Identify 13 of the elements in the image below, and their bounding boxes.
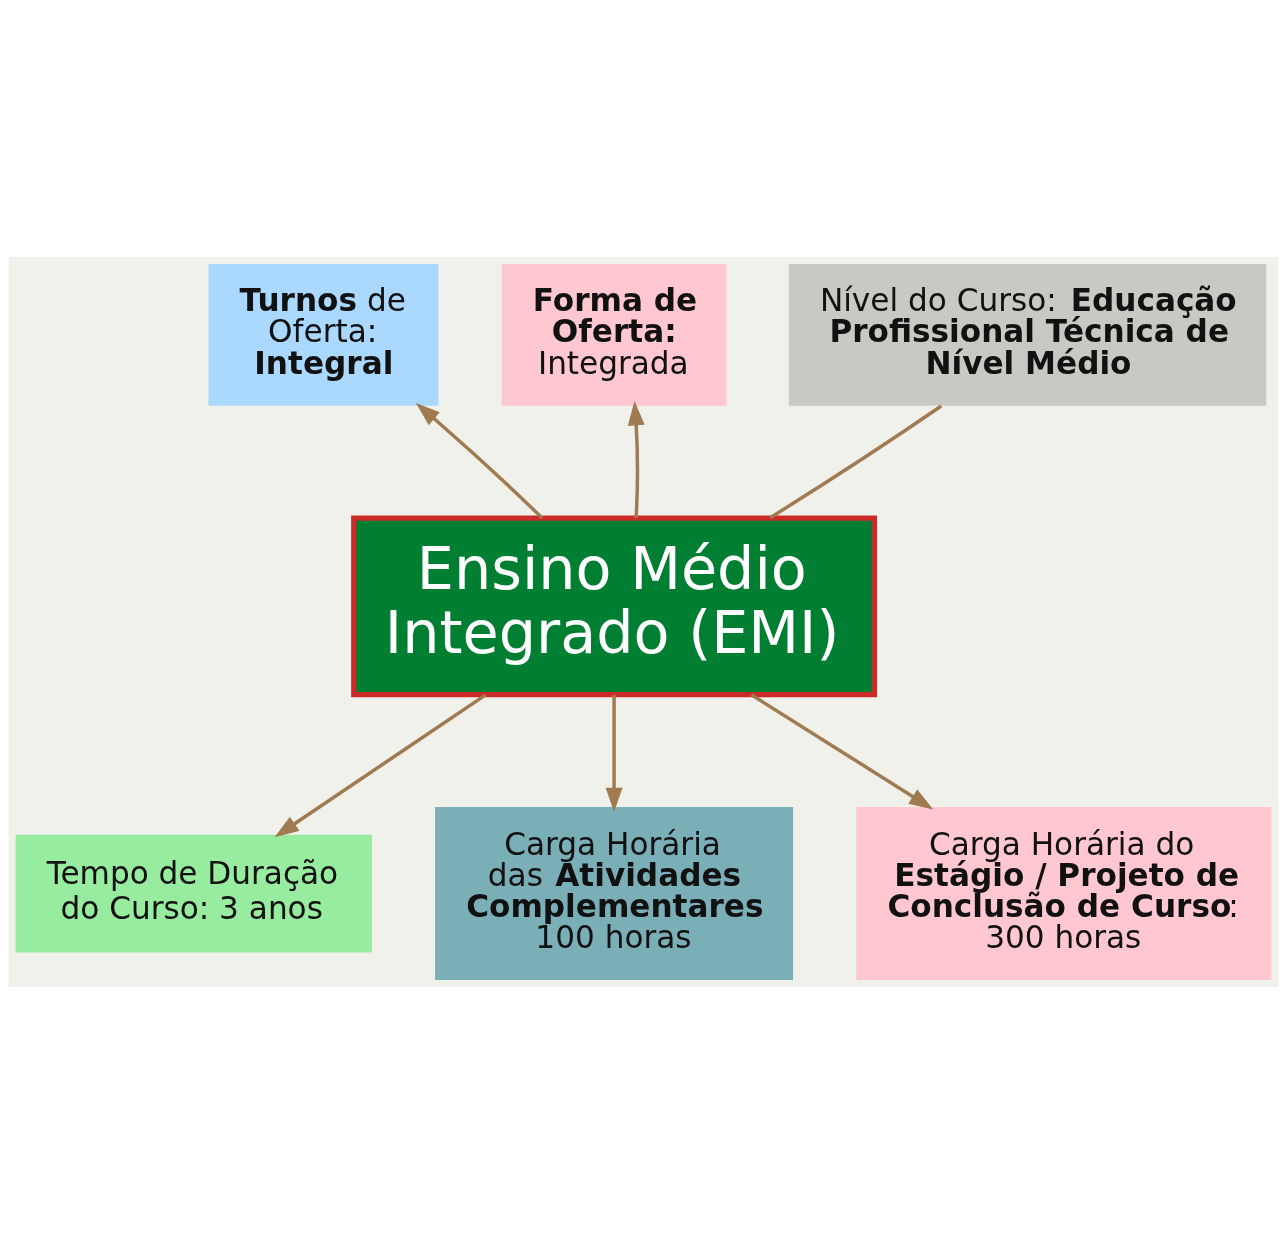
arrow bbox=[627, 401, 645, 519]
arrow bbox=[750, 693, 934, 810]
node-box: Turnos de Oferta: Integral bbox=[208, 263, 439, 406]
arrow bbox=[605, 694, 623, 812]
node-box: Tempo de Duração do Curso: 3 anos bbox=[15, 834, 372, 953]
node-box: Forma de Oferta: Integrada bbox=[501, 263, 727, 406]
connector bbox=[769, 404, 943, 520]
arrow bbox=[415, 402, 544, 520]
arrow bbox=[274, 693, 487, 838]
node-box: Ensino Médio Integrado (EMI) bbox=[351, 515, 878, 698]
node-box: Carga Horária das Atividades Complementares 100 horas bbox=[435, 807, 794, 981]
node-box: Nível do Curso: Educação Profissional Técnica de Nível Médio bbox=[788, 263, 1267, 406]
node-box: Carga Horária do Estágio / Projeto de Conclusão de Curso: 300 horas bbox=[856, 807, 1272, 981]
